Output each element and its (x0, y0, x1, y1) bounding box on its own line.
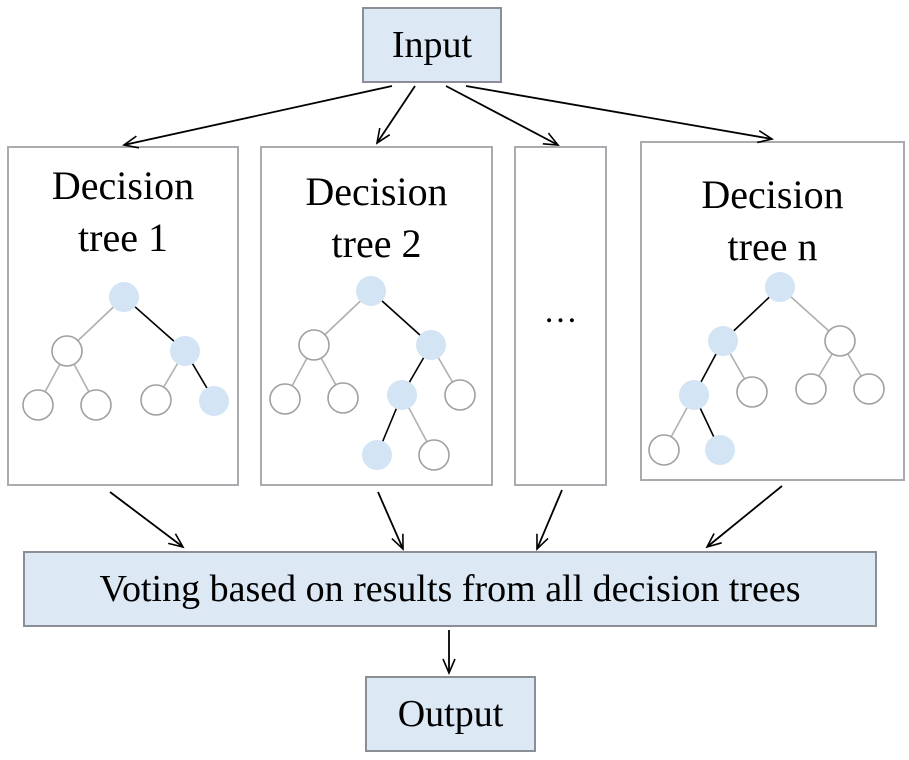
tree-1-node (51, 335, 83, 367)
decision-tree-2-box: Decision tree 2 (260, 146, 493, 486)
tree-1-title-line2: tree 1 (78, 215, 168, 260)
tree-2-node (418, 439, 450, 471)
tree-n-node (824, 325, 856, 357)
tree-2-node (356, 276, 386, 306)
arrow-ellipsis-to-voting (537, 489, 563, 549)
input-label: Input (391, 24, 473, 66)
tree-2-title-line2: tree 2 (331, 221, 422, 266)
output-node: Output (365, 676, 536, 752)
input-arrows (124, 85, 772, 145)
arrow-tree-2-to-voting (377, 491, 404, 549)
tree-1-node (140, 384, 172, 416)
tree-n-node (795, 373, 827, 405)
tree-1-node (109, 282, 139, 312)
tree-n-graph (648, 272, 885, 466)
more-trees-box: … (514, 146, 607, 486)
tree-2-node (269, 383, 301, 415)
tree-2-node (444, 379, 476, 411)
tree-n-node (648, 434, 680, 466)
tree-2-node (327, 382, 359, 414)
tree-n-title-line1: Decision (701, 172, 844, 217)
tree-1-node (199, 386, 229, 416)
tree-1-node (170, 336, 200, 366)
arrow-tree-n-to-voting (707, 485, 783, 547)
decision-tree-n-box: Decision tree n (640, 141, 905, 481)
tree-n-node (705, 435, 735, 465)
tree-n-node (853, 373, 885, 405)
tree-2-node (298, 329, 330, 361)
arrow-tree-1-to-voting (109, 491, 183, 547)
tree-2-node (362, 440, 392, 470)
output-label: Output (397, 693, 504, 735)
tree-n-node (708, 326, 738, 356)
tree-n-node (679, 380, 709, 410)
decision-tree-1-box: Decision tree 1 (7, 146, 239, 486)
tree-2-title-line1: Decision (305, 169, 448, 214)
tree-2-node (416, 330, 446, 360)
voting-node: Voting based on results from all decisio… (23, 551, 877, 627)
arrow-input-to-tree-2 (377, 85, 416, 143)
tree-1-node (80, 389, 112, 421)
input-node: Input (362, 7, 502, 83)
tree-1-graph (22, 282, 229, 421)
tree-2-node (387, 380, 417, 410)
tree-n-node (736, 376, 768, 408)
tree-n-title-line2: tree n (727, 224, 818, 269)
voting-arrows (109, 485, 783, 673)
tree-n-node (765, 272, 795, 302)
tree-2-graph (269, 276, 476, 471)
arrow-input-to-ellipsis (445, 85, 558, 145)
arrow-input-to-tree-1 (124, 85, 393, 145)
ellipsis-text: … (543, 293, 578, 330)
arrow-input-to-tree-n (465, 85, 772, 139)
voting-label: Voting based on results from all decisio… (99, 568, 801, 610)
tree-1-node (22, 389, 54, 421)
tree-1-title-line1: Decision (51, 163, 195, 208)
